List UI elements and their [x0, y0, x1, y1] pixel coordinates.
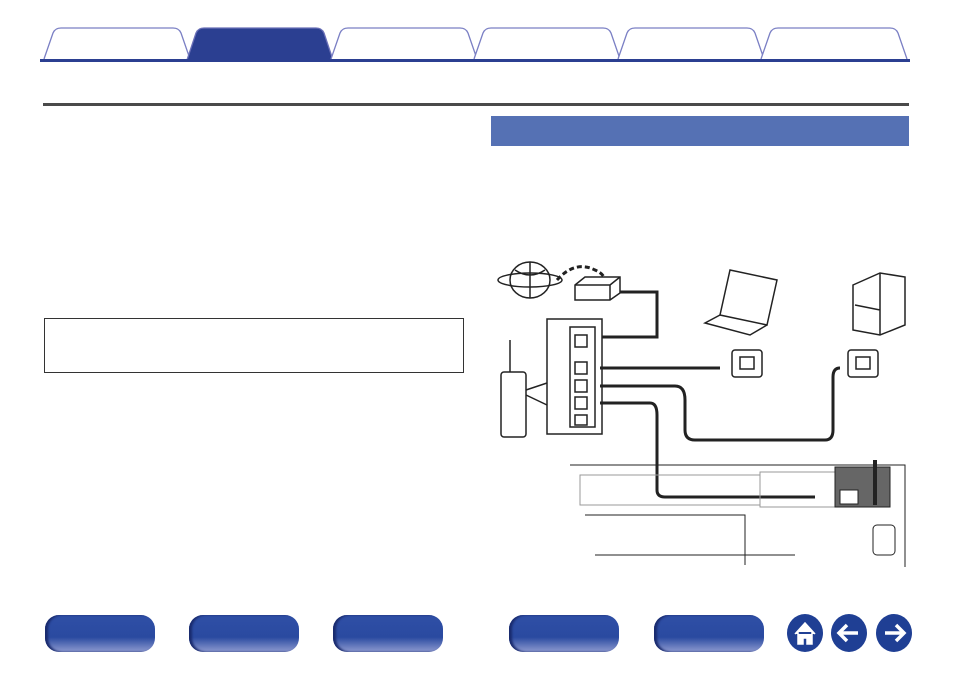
tab-3[interactable] [330, 27, 478, 60]
tab-1[interactable] [43, 27, 191, 60]
tab-underline [40, 59, 910, 62]
tab-4[interactable] [473, 27, 621, 60]
forward-arrow-icon [885, 623, 907, 643]
network-connection-diagram [497, 261, 906, 567]
nas-server-icon [847, 272, 906, 378]
tab-6[interactable] [760, 27, 908, 60]
nav-button-5[interactable] [654, 615, 764, 652]
nav-button-1[interactable] [45, 615, 155, 652]
tab-5[interactable] [617, 27, 765, 60]
tab-2-active[interactable] [186, 27, 334, 60]
home-icon [794, 621, 816, 645]
nav-button-2[interactable] [189, 615, 299, 652]
modem-icon [574, 276, 621, 301]
nav-button-4[interactable] [509, 615, 619, 652]
internet-globe-icon [497, 261, 563, 299]
access-point-icon [500, 340, 548, 438]
section-heading-bar [491, 116, 909, 146]
forward-button[interactable] [876, 614, 912, 652]
nav-button-3[interactable] [333, 615, 443, 652]
back-arrow-icon [836, 623, 858, 643]
router-icon [546, 318, 603, 435]
receiver-rear-panel [570, 460, 906, 567]
back-button[interactable] [831, 614, 867, 652]
home-button[interactable] [787, 614, 823, 652]
section-divider [43, 103, 909, 106]
note-box [44, 318, 464, 373]
laptop-icon [702, 269, 778, 378]
